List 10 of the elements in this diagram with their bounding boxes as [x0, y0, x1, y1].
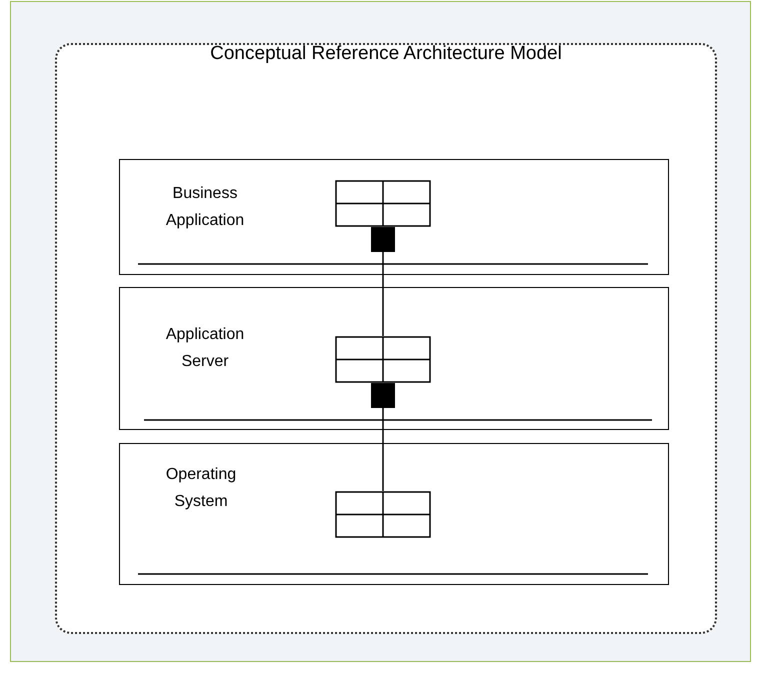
layer-box — [119, 159, 669, 275]
connector-line — [371, 383, 395, 491]
layer-label: Operating System — [164, 465, 238, 512]
dotted-container — [55, 43, 717, 634]
layer-box — [119, 287, 669, 430]
container-title: Conceptual Reference Architecture Model — [209, 43, 563, 65]
connector-line — [371, 227, 395, 336]
layer-label: Application Server — [164, 325, 246, 372]
layer-label: Business Application — [164, 184, 246, 231]
layer-box — [119, 443, 669, 585]
